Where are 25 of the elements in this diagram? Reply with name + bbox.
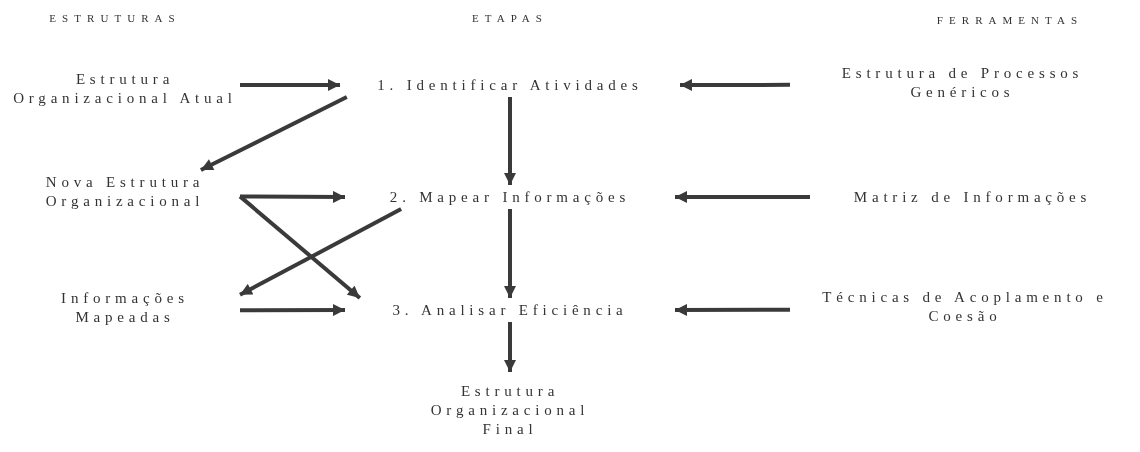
arrow: [238, 194, 362, 300]
structure-label: Informações Mapeadas: [10, 286, 240, 330]
structure-label: Estrutura Organizacional Atual: [10, 60, 240, 118]
arrow: [504, 322, 516, 372]
arrow: [240, 79, 340, 91]
arrow: [240, 190, 345, 203]
step-label: 1. Identificar Atividades: [340, 73, 680, 97]
structure-label: Estrutura Organizacional Final: [400, 372, 620, 448]
arrow: [504, 97, 516, 185]
arrow: [675, 191, 810, 203]
structure-label: Nova Estrutura Organizacional: [10, 170, 240, 214]
tool-label: Técnicas de Acoplamento e Coesão: [790, 284, 1140, 330]
step-label: 2. Mapear Informações: [345, 185, 675, 209]
column-header: ETAPAS: [471, 12, 549, 26]
arrow: [240, 304, 345, 316]
column-header: ESTRUTURAS: [48, 12, 182, 26]
column-header: FERRAMENTAS: [935, 14, 1085, 28]
arrow: [504, 209, 516, 298]
arrow: [239, 207, 403, 297]
arrow: [680, 79, 790, 91]
arrow: [675, 303, 790, 316]
tool-label: Estrutura de Processos Genéricos: [790, 60, 1135, 106]
arrow: [200, 95, 348, 172]
step-label: 3. Analisar Eficiência: [345, 298, 675, 322]
tool-label: Matriz de Informações: [810, 185, 1135, 209]
